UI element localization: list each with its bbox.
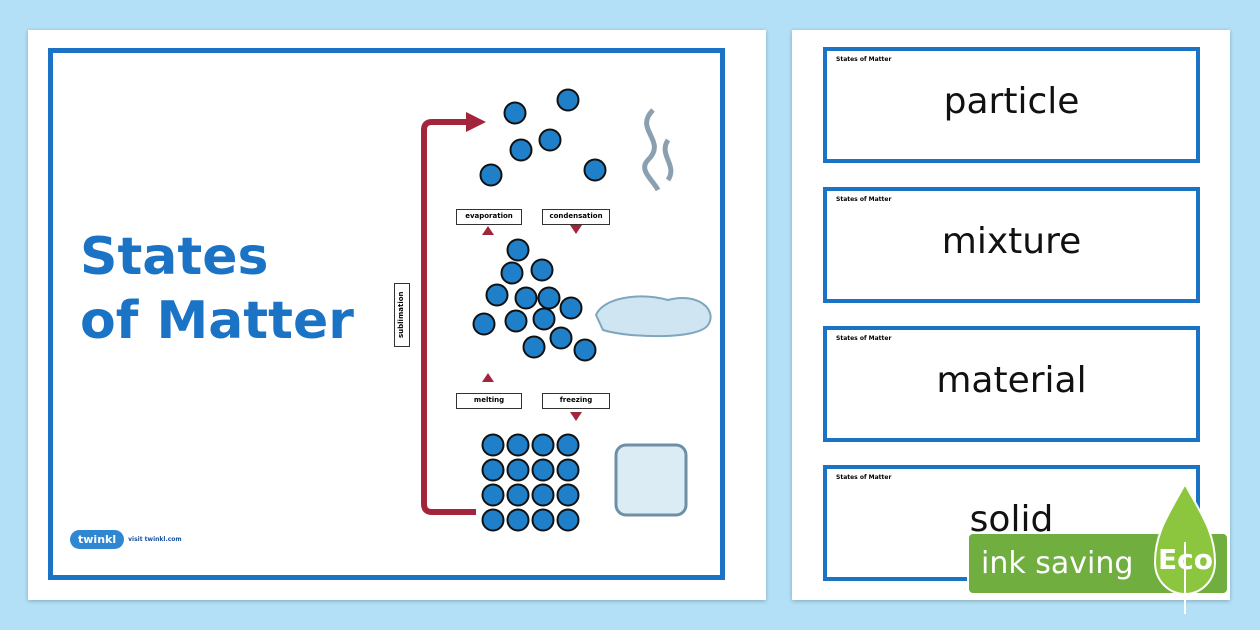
badge-text: ink saving	[981, 546, 1134, 581]
arrow-head-icon	[466, 112, 486, 132]
solid-particle	[531, 483, 555, 507]
card-word: mixture	[941, 221, 1082, 262]
card-header: States of Matter	[836, 56, 892, 63]
puddle-icon	[594, 295, 712, 338]
states-diagram	[421, 88, 712, 532]
card-word: particle	[943, 81, 1080, 122]
liquid-particle	[573, 338, 597, 362]
arrow-up-icon	[482, 373, 494, 382]
twinkl-logo: twinkl visit twinkl.com	[70, 530, 182, 549]
arrow-up-icon	[482, 226, 494, 235]
word-card: States of Matter material	[823, 326, 1200, 442]
gas-particle	[538, 128, 562, 152]
solid-particle	[481, 458, 505, 482]
liquid-particle	[500, 261, 524, 285]
liquid-particle	[559, 296, 583, 320]
title-line-2: of Matter	[80, 291, 354, 351]
liquid-particle	[504, 309, 528, 333]
poster-frame	[48, 48, 725, 580]
solid-particle	[506, 458, 530, 482]
solid-particle	[481, 508, 505, 532]
solid-particle	[556, 458, 580, 482]
label-freezing: freezing	[542, 393, 610, 409]
liquid-particle	[514, 286, 538, 310]
eco-leaf-icon	[1153, 482, 1217, 614]
label-melting: melting	[456, 393, 522, 409]
liquid-particle	[537, 286, 561, 310]
solid-particle	[556, 433, 580, 457]
liquid-particle	[485, 283, 509, 307]
word-card: States of Matter mixture	[823, 187, 1200, 303]
label-sublimation: sublimation	[394, 283, 410, 347]
word-card: States of Matter particle	[823, 47, 1200, 163]
solid-particle	[481, 483, 505, 507]
solid-particle	[531, 508, 555, 532]
poster-card: States of Matter evaporation condensatio…	[28, 30, 766, 600]
gas-particle	[509, 138, 533, 162]
solid-particle	[506, 508, 530, 532]
card-header: States of Matter	[836, 474, 892, 481]
steam-icon	[642, 108, 674, 192]
label-condensation: condensation	[542, 209, 610, 225]
card-header: States of Matter	[836, 335, 892, 342]
card-word: material	[936, 360, 1087, 401]
solid-particle	[506, 433, 530, 457]
solid-particle	[531, 433, 555, 457]
poster-title: States of Matter	[80, 225, 354, 353]
arrow-down-icon	[570, 412, 582, 421]
gas-particle	[556, 88, 580, 112]
liquid-particle	[472, 312, 496, 336]
arrow-down-icon	[570, 225, 582, 234]
liquid-particle	[549, 326, 573, 350]
gas-particle	[503, 101, 527, 125]
solid-particle	[506, 483, 530, 507]
solid-particle	[556, 508, 580, 532]
word-cards-sheet: States of Matter particle States of Matte…	[792, 30, 1230, 600]
liquid-particle	[532, 307, 556, 331]
liquid-particle	[530, 258, 554, 282]
gas-particle	[479, 163, 503, 187]
solid-particle	[531, 458, 555, 482]
logo-cloud: twinkl	[70, 530, 125, 549]
liquid-particle	[506, 238, 530, 262]
liquid-particle	[522, 335, 546, 359]
card-header: States of Matter	[836, 196, 892, 203]
solid-particle	[481, 433, 505, 457]
logo-url: visit twinkl.com	[128, 536, 182, 543]
title-line-1: States	[80, 227, 269, 287]
gas-particle	[583, 158, 607, 182]
solid-particle	[556, 483, 580, 507]
eco-label: Eco	[1158, 543, 1213, 576]
ice-cube-icon	[614, 443, 688, 517]
label-evaporation: evaporation	[456, 209, 522, 225]
sublimation-arrow	[421, 119, 476, 515]
